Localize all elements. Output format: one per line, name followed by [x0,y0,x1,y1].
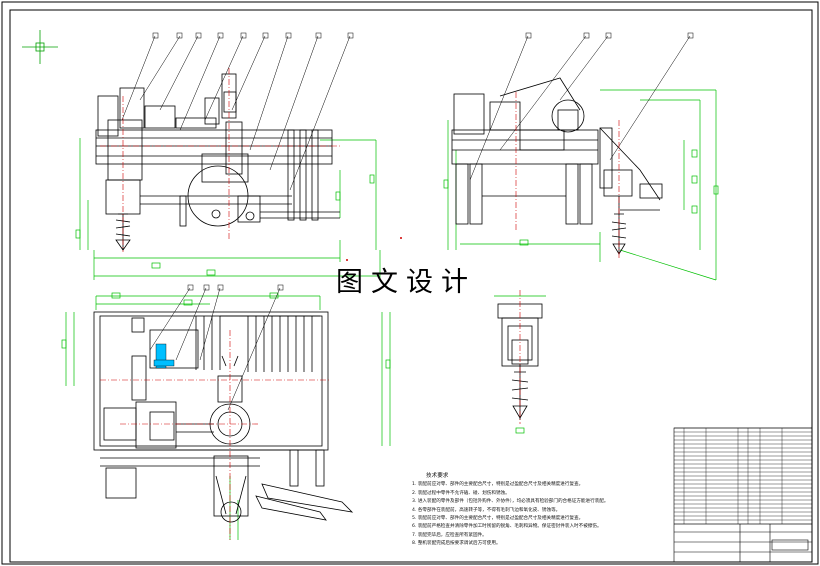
top-view-highlight [153,343,175,369]
side-view-dimensions [443,89,719,281]
front-view-body [95,73,340,251]
top-view [61,284,391,540]
technical-note-item: 3. 进入装配的零件及部件（包括外购件、外协件），均必须具有检验部门的合格证方能… [412,499,609,505]
side-view-centerlines [515,92,620,258]
parts-list [674,427,812,525]
top-view-dimensions [61,292,391,540]
front-view-centerlines [100,68,340,252]
view-markers [346,237,402,261]
side-view [443,32,719,281]
section-detail [494,290,546,434]
front-view-leaders [121,32,354,191]
technical-note-item: 6. 装配前严格检查并清除零件加工时残留的锐角、毛刺和异物。保证密封件装入时不被… [412,524,602,530]
technical-notes-title: 技术要求 [426,473,449,479]
top-view-centerlines [100,330,330,540]
side-view-leaders [469,32,694,181]
front-view-dimensions [75,138,381,280]
top-view-body [93,311,354,523]
technical-note-item: 1. 装配前应对零、部件的主要配合尺寸，特别是过盈配合尺寸及相关精度进行复查。 [412,482,584,488]
top-view-leaders [149,284,284,411]
side-view-body [451,77,663,255]
watermark-text: 图文设计 [336,267,476,298]
technical-note-item: 7. 装配完毕后，应检查所有紧固件。 [412,532,487,538]
technical-notes: 技术要求 1. 装配前应对零、部件的主要配合尺寸，特别是过盈配合尺寸及相关精度进… [412,472,662,549]
origin-crosshair [22,30,58,64]
technical-note-item: 8. 整机装配完成后按要求调试后方可使用。 [412,541,501,547]
technical-note-item: 2. 装配过程中零件不允许磕、碰、划伤和锈蚀。 [412,490,510,496]
technical-note-item: 4. 各零部件在装配前，高速转子等，不得有毛刺飞边和氧化皮、锈蚀等。 [412,507,561,513]
front-view [75,32,381,280]
technical-note-item: 5. 装配前应对零、部件的主要配合尺寸，特别是过盈配合尺寸及相关精度进行复查。 [412,516,584,522]
